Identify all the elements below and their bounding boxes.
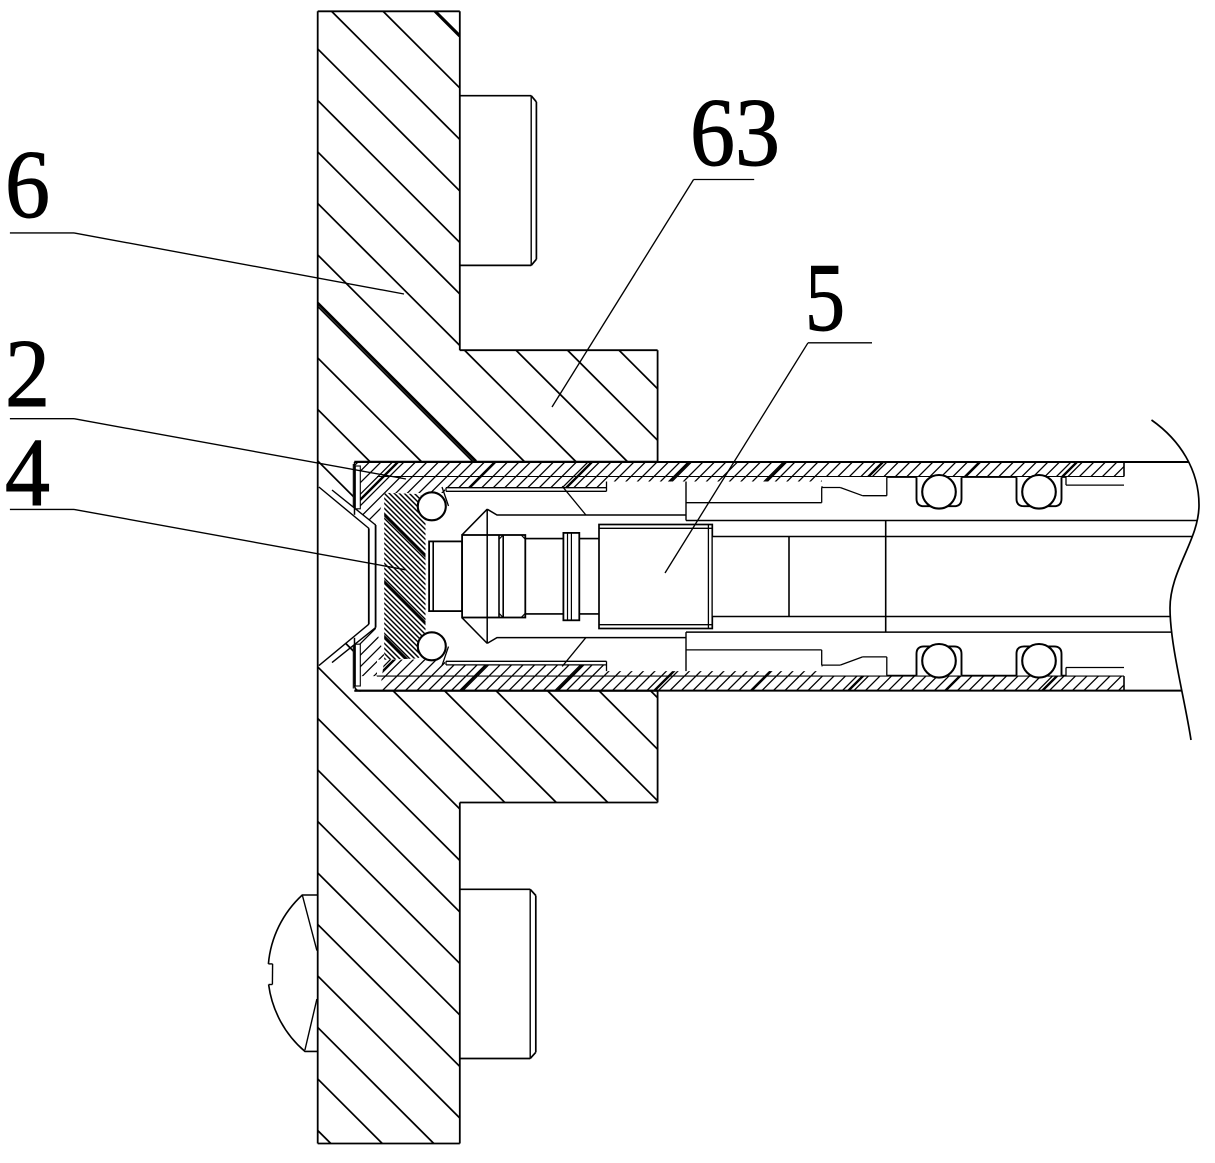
svg-text:4: 4 — [5, 419, 50, 527]
svg-text:5: 5 — [805, 244, 845, 352]
svg-text:2: 2 — [5, 320, 50, 428]
svg-text:63: 63 — [690, 79, 780, 187]
svg-text:6: 6 — [5, 131, 50, 239]
